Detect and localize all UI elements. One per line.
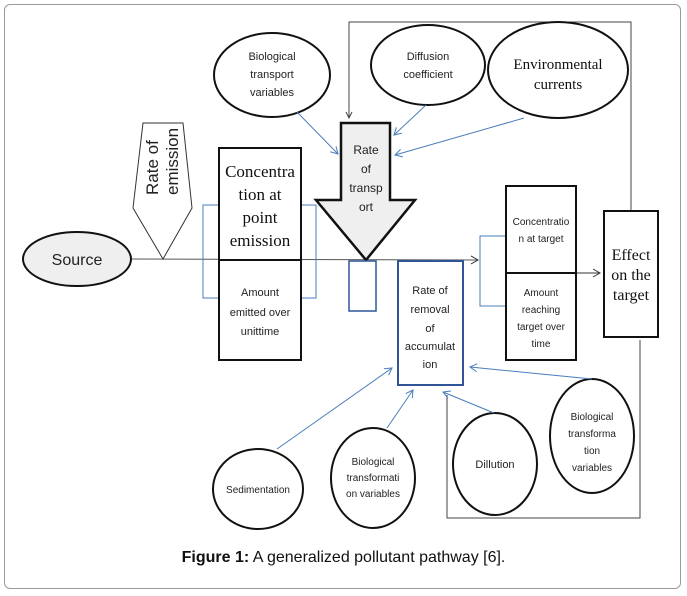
amount-emitted-node: Amount emitted over unittime bbox=[218, 259, 302, 361]
amount-emitted-line-2: emitted over bbox=[230, 307, 291, 319]
effect-line-1: Effect bbox=[612, 247, 651, 264]
feedback-loop-top bbox=[345, 21, 632, 211]
bio-transformation-2-line-1: Biological bbox=[571, 412, 614, 423]
environmental-currents-ellipse bbox=[487, 21, 629, 119]
transport-accumulation-box bbox=[348, 260, 377, 312]
removal-line-2: removal bbox=[410, 304, 449, 316]
diffusion-node: Diffusion coefficient bbox=[370, 24, 486, 106]
transport-arrow-shape bbox=[313, 121, 418, 262]
concentration-point-node: Concentra tion at point emission bbox=[218, 147, 302, 261]
emission-pentagon bbox=[132, 122, 193, 260]
feedback-line-bottom bbox=[446, 340, 641, 519]
transport-line-2: of bbox=[361, 162, 372, 176]
amount-reaching-line-1: Amount bbox=[524, 288, 559, 299]
diffusion-line-2: coefficient bbox=[403, 69, 452, 81]
bio-transformation-1-line-1: Biological bbox=[352, 457, 395, 468]
dillution-label: Dillution bbox=[475, 459, 514, 471]
amount-emitted-line-1: Amount bbox=[241, 287, 279, 299]
feedback-loop-bottom bbox=[446, 340, 641, 519]
biological-transport-line-2: transport bbox=[250, 69, 293, 81]
concentration-target-line-1: Concentratio bbox=[513, 217, 570, 228]
env-currents-arrow bbox=[394, 117, 525, 158]
bio-transformation-1-node: Biological transformati on variables bbox=[330, 427, 416, 529]
diffusion-ellipse bbox=[370, 24, 486, 106]
environmental-currents-line-1: Environmental bbox=[513, 57, 602, 73]
sedimentation-arrow bbox=[276, 367, 393, 450]
biological-transport-line-3: variables bbox=[250, 87, 295, 99]
amount-emitted-box bbox=[218, 259, 302, 361]
source-node: Source bbox=[22, 231, 132, 287]
concentration-target-line-2: n at target bbox=[518, 234, 563, 245]
caption-label: Figure 1: bbox=[181, 549, 250, 566]
bio-transformation-2-line-4: variables bbox=[572, 463, 612, 474]
sedimentation-ellipse bbox=[212, 448, 304, 530]
rate-of-removal-node: Rate of removal of accumulat ion bbox=[397, 260, 464, 386]
bio-transport-arrow bbox=[296, 111, 339, 155]
figure-caption: Figure 1: A generalized pollutant pathwa… bbox=[0, 549, 687, 567]
feedback-arrowhead bbox=[345, 111, 353, 120]
bio-transformation-2-line-3: tion bbox=[584, 446, 600, 457]
figure-frame bbox=[4, 4, 681, 589]
transport-line-3: transp bbox=[349, 181, 383, 195]
source-ellipse bbox=[22, 231, 132, 287]
concentration-point-line-3: point bbox=[243, 208, 278, 227]
removal-box bbox=[397, 260, 464, 386]
effect-target-node: Effect on the target bbox=[603, 210, 659, 338]
feedback-line-top bbox=[348, 21, 632, 211]
amount-reaching-line-2: reaching bbox=[522, 305, 560, 316]
target-bracket bbox=[479, 235, 512, 307]
removal-line-1: Rate of bbox=[412, 285, 448, 297]
point-bracket-right bbox=[300, 204, 317, 299]
transport-line-1: Rate bbox=[353, 143, 379, 157]
dillution-ellipse bbox=[452, 412, 538, 516]
rate-of-transport-node: Rate of transp ort bbox=[313, 121, 418, 262]
effect-line-2: on the bbox=[611, 267, 651, 284]
diffusion-line-1: Diffusion bbox=[407, 51, 450, 63]
bio-transformation-2-arrow bbox=[468, 363, 593, 380]
bio-transformation-2-node: Biological transforma tion variables bbox=[549, 378, 635, 494]
bio-transformation-1-ellipse bbox=[330, 427, 416, 529]
environmental-currents-line-2: currents bbox=[534, 77, 582, 93]
environmental-currents-node: Environmental currents bbox=[487, 21, 629, 119]
bio-transformation-1-line-3: on variables bbox=[346, 489, 400, 500]
sedimentation-node: Sedimentation bbox=[212, 448, 304, 530]
dillution-node: Dillution bbox=[452, 412, 538, 516]
biological-transport-node: Biological transport variables bbox=[213, 32, 331, 118]
emission-label-line-1: Rate of bbox=[143, 140, 162, 195]
effect-box bbox=[603, 210, 659, 338]
sedimentation-label: Sedimentation bbox=[226, 485, 290, 496]
amount-reaching-line-3: target over bbox=[517, 322, 565, 333]
removal-line-4: accumulat bbox=[405, 341, 455, 353]
concentration-target-node: Concentratio n at target bbox=[505, 185, 577, 274]
amount-reaching-node: Amount reaching target over time bbox=[505, 272, 577, 361]
point-bracket-left bbox=[202, 204, 219, 299]
effect-line-3: target bbox=[613, 287, 650, 304]
rate-of-emission-node: Rate of emission bbox=[132, 122, 193, 260]
main-flow-line bbox=[131, 255, 480, 265]
bio-transformation-2-line-2: transforma bbox=[568, 429, 616, 440]
dillution-arrow bbox=[442, 390, 495, 414]
amount-emitted-line-3: unittime bbox=[241, 326, 280, 338]
emission-label-line-2: emission bbox=[163, 128, 182, 195]
concentration-point-line-2: tion at bbox=[239, 185, 282, 204]
amount-reaching-box bbox=[505, 272, 577, 361]
concentration-point-box bbox=[218, 147, 302, 261]
biological-transport-ellipse bbox=[213, 32, 331, 118]
diffusion-arrow bbox=[393, 104, 427, 136]
biological-transport-line-1: Biological bbox=[248, 51, 295, 63]
concentration-point-line-1: Concentra bbox=[225, 162, 295, 181]
removal-line-3: of bbox=[425, 323, 435, 335]
source-label: Source bbox=[52, 252, 103, 269]
concentration-point-line-4: emission bbox=[230, 231, 291, 250]
bio-transformation-1-line-2: transformati bbox=[347, 473, 400, 484]
concentration-target-box bbox=[505, 185, 577, 274]
transport-line-4: ort bbox=[359, 200, 374, 214]
caption-text: A generalized pollutant pathway [6]. bbox=[249, 549, 506, 566]
amount-reaching-line-4: time bbox=[532, 339, 551, 350]
removal-line-5: ion bbox=[423, 359, 438, 371]
bio-transformation-1-arrow bbox=[386, 389, 414, 429]
